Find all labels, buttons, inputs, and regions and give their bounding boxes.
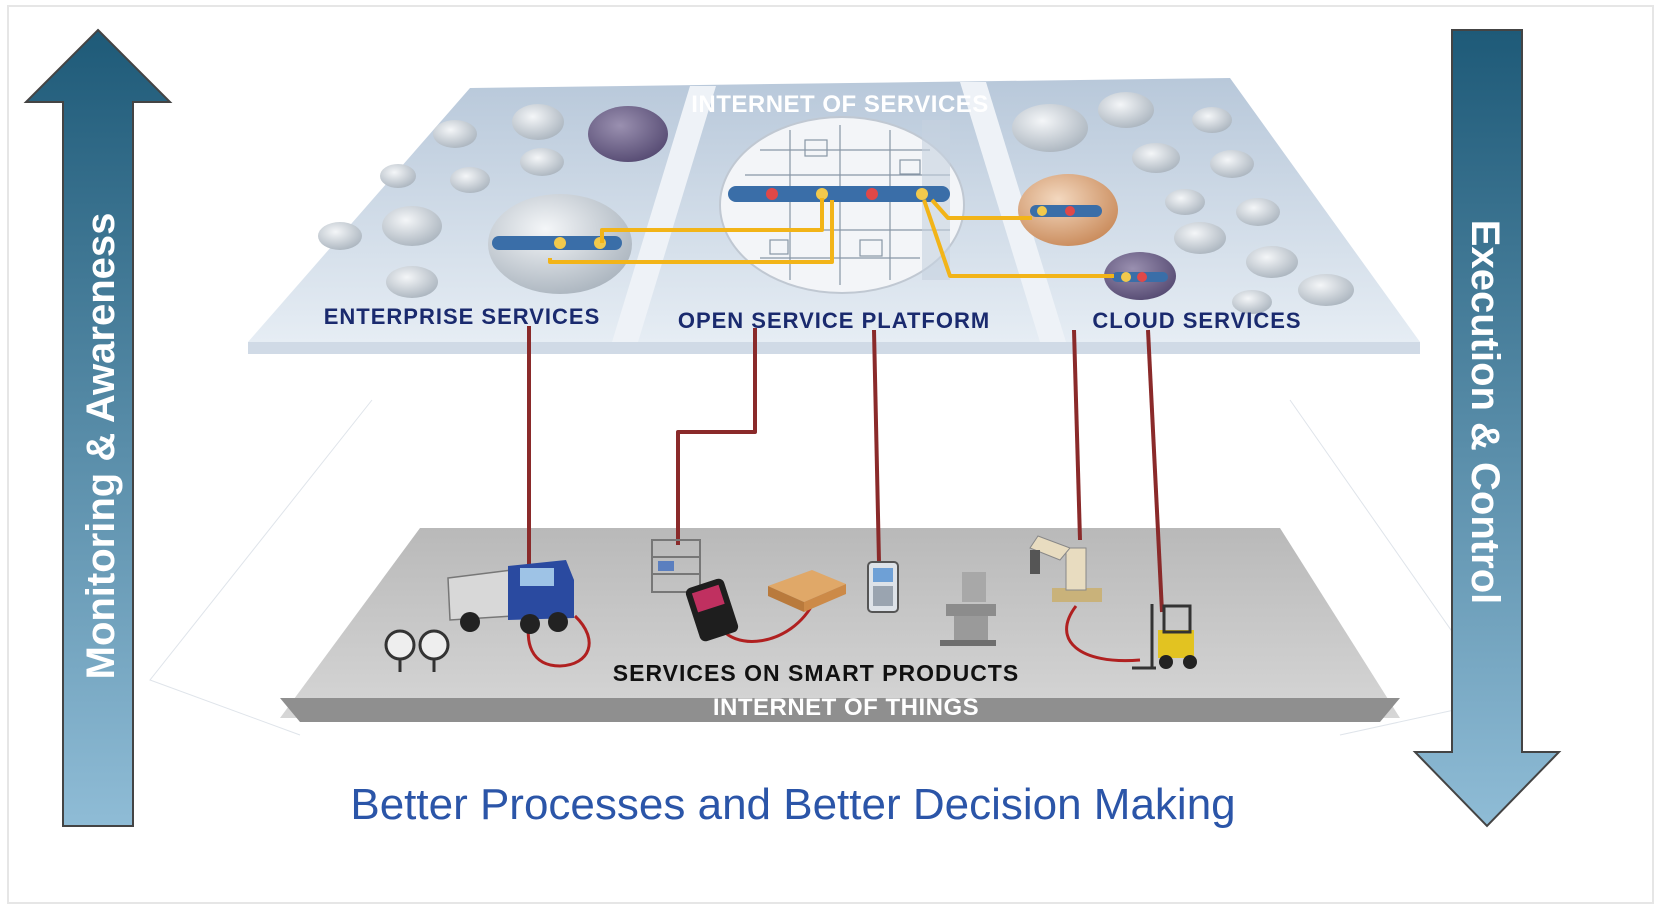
truck-icon — [447, 560, 574, 634]
gauge-icon — [384, 629, 450, 672]
monitoring-awareness-label: Monitoring & Awareness — [79, 213, 123, 680]
forklift-icon — [1132, 604, 1197, 670]
floor-surface — [280, 528, 1400, 718]
shelf-icon — [651, 539, 701, 593]
process-chain-cloud — [1030, 205, 1168, 282]
execution-arrow: Execution & Control — [1412, 29, 1562, 828]
pallet-icon — [768, 570, 846, 612]
floor-edge — [280, 698, 1400, 722]
enterprise-services-label: ENTERPRISE SERVICES — [324, 304, 601, 329]
platform-edge — [248, 342, 1420, 354]
cloud-services-label: CLOUD SERVICES — [1092, 308, 1301, 333]
open-platform-schematic — [719, 116, 965, 294]
bottom-caption: Better Processes and Better Decision Mak… — [350, 780, 1235, 829]
process-chain-platform — [728, 186, 950, 202]
milling-machine-icon — [940, 572, 996, 646]
cloud-service-bubbles — [1012, 92, 1354, 314]
robot-arm-icon — [1029, 535, 1102, 602]
open-service-platform-label: OPEN SERVICE PLATFORM — [678, 308, 990, 333]
platform-divider-left — [612, 86, 716, 342]
services-platform — [248, 78, 1420, 354]
services-on-smart-products-label: SERVICES ON SMART PRODUCTS — [613, 660, 1019, 686]
execution-control-label: Execution & Control — [1463, 220, 1507, 604]
connectors — [527, 326, 1164, 613]
monitoring-arrow: Monitoring & Awareness — [23, 28, 173, 827]
service-links — [548, 198, 1114, 278]
internet-of-services-label: INTERNET OF SERVICES — [691, 91, 989, 118]
mobile-phone-icon — [867, 561, 899, 613]
smartphone-icon — [685, 578, 739, 642]
internet-of-things-label: INTERNET OF THINGS — [713, 694, 979, 721]
things-floor — [280, 528, 1400, 722]
